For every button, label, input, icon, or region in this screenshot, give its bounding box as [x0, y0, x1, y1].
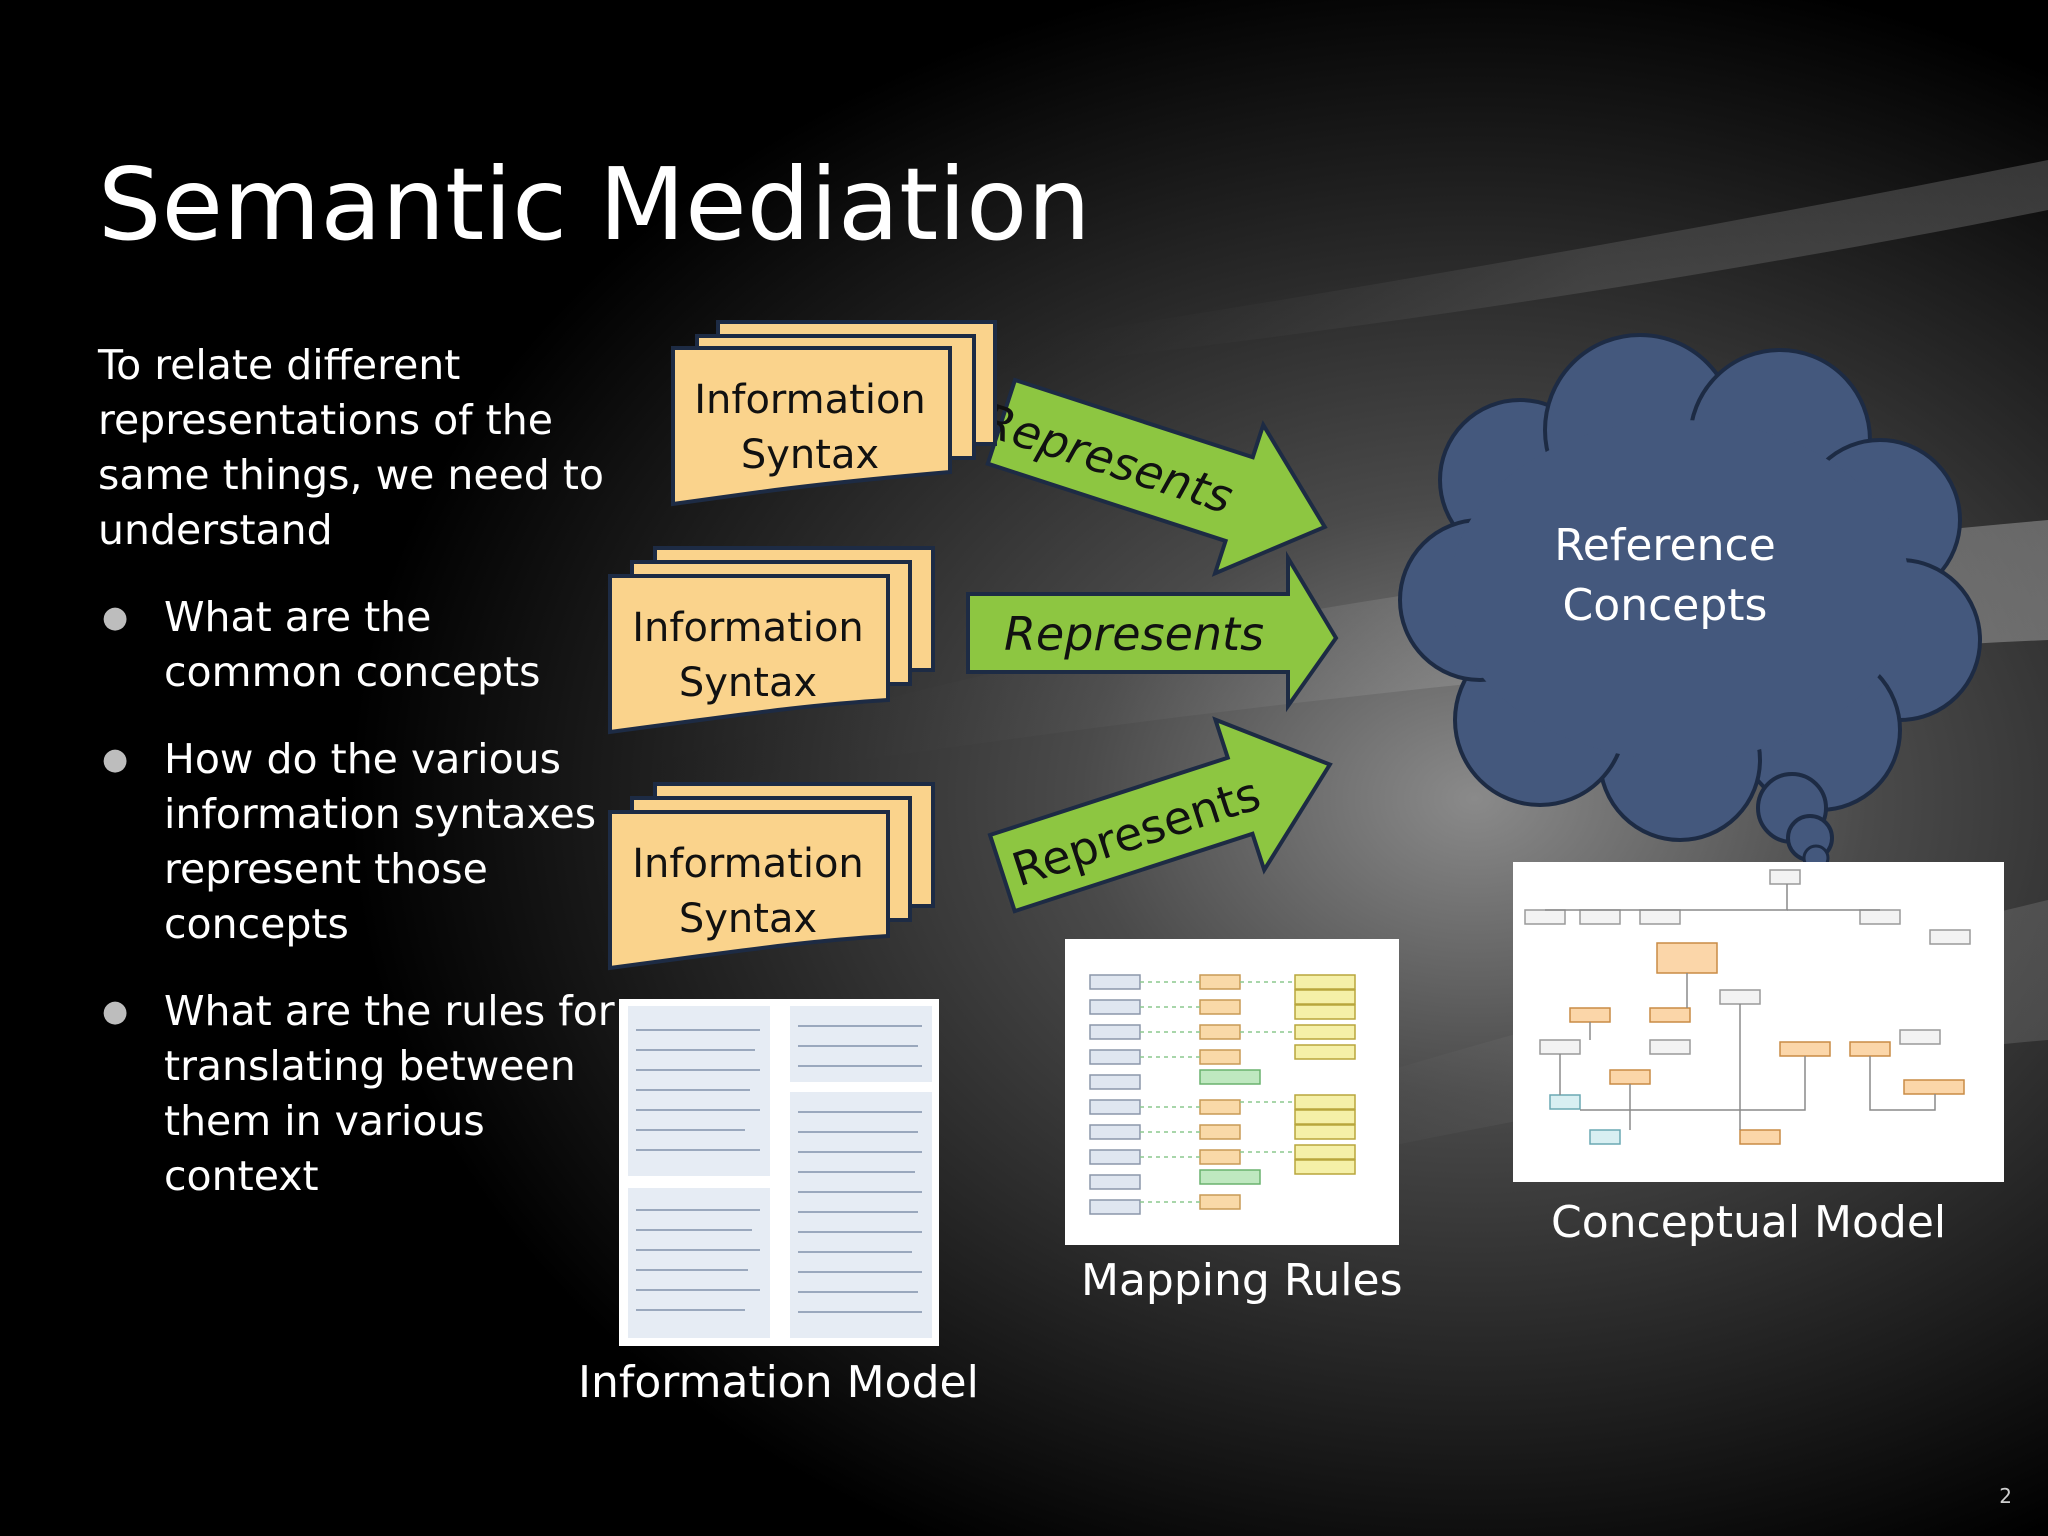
bullet-dot-icon: ● — [102, 994, 129, 1029]
conceptual-model-thumbnail — [1513, 862, 2004, 1182]
information-model-thumbnail — [619, 999, 939, 1346]
mapping-rules-caption: Mapping Rules — [1081, 1255, 1403, 1306]
syntax-label-line2: Syntax — [679, 896, 817, 942]
conceptual-model-caption: Conceptual Model — [1551, 1197, 1947, 1248]
bullet-item: ● What are the rules for translating betw… — [98, 984, 618, 1204]
information-model-caption: Information Model — [578, 1357, 979, 1408]
bullet-text: What are the rules for translating betwe… — [164, 987, 615, 1200]
syntax-label-line1: Information — [632, 605, 864, 651]
cloud-label-line1: Reference — [1554, 520, 1776, 571]
bullet-dot-icon: ● — [102, 600, 129, 635]
cloud-shape — [1398, 333, 1982, 842]
bullet-item: ● What are the common concepts — [98, 590, 618, 700]
mapping-rules-thumbnail — [1065, 939, 1399, 1245]
bullet-dot-icon: ● — [102, 742, 129, 777]
page-number: 2 — [1999, 1484, 2012, 1508]
represents-arrow: Represents — [966, 550, 1339, 713]
bullet-text: How do the various information syntaxes … — [164, 735, 597, 948]
cloud-label-line2: Concepts — [1563, 580, 1768, 631]
syntax-label-line1: Information — [694, 377, 926, 423]
represents-arrow: Represents — [987, 716, 1333, 914]
bullet-text: What are the common concepts — [164, 593, 541, 696]
arrow-label: Represents — [1004, 607, 1264, 661]
syntax-label-line2: Syntax — [679, 660, 817, 706]
slide-title: Semantic Mediation — [98, 146, 1091, 263]
information-syntax-stack: Information Syntax — [608, 546, 935, 735]
syntax-label-line2: Syntax — [741, 432, 879, 478]
syntax-label-line1: Information — [632, 841, 864, 887]
bullet-item: ● How do the various information syntaxes… — [98, 732, 618, 952]
intro-text: To relate different representations of t… — [98, 341, 605, 554]
information-syntax-stack: Information Syntax — [608, 782, 935, 971]
reference-concepts-cloud: Reference Concepts — [1398, 333, 1982, 872]
bullet-list: ● What are the common concepts ● How do th… — [98, 590, 618, 1236]
information-syntax-stack: Information Syntax — [671, 320, 997, 507]
